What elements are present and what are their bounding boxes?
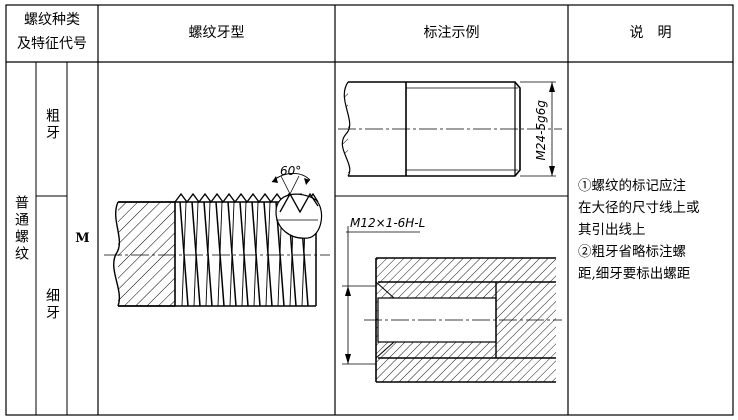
description-line: ①螺纹的标记应注: [578, 178, 686, 194]
coarse-thread-drawing: [338, 81, 562, 177]
thread-code: M: [75, 231, 90, 246]
angle-label: 60°: [280, 164, 302, 178]
header-profile: 螺纹牙型: [188, 25, 245, 41]
fine-thread-label: M12×1-6H-L: [350, 216, 426, 230]
coarse-label: 粗牙: [44, 108, 60, 142]
table-border: [5, 4, 734, 416]
description-line: 在大径的尺寸线上或: [578, 200, 700, 216]
thread-profile-drawing: [104, 173, 330, 307]
coarse-thread-label: M24-5g6g: [534, 100, 548, 161]
header-type-line2: 及特征代号: [17, 36, 87, 52]
header-description: 说 明: [629, 25, 672, 41]
header-example: 标注示例: [423, 25, 480, 41]
fine-label: 细牙: [44, 288, 60, 322]
thread-category: 普通螺纹: [13, 195, 29, 263]
description-line: 距,细牙要标出螺距: [578, 266, 691, 282]
description-block: ①螺纹的标记应注 在大径的尺寸线上或 其引出线上 ②粗牙省略标注螺 距,细牙要标…: [578, 175, 728, 285]
header-type-line1: 螺纹种类: [24, 12, 80, 28]
description-line: 其引出线上: [578, 222, 646, 238]
fine-thread-drawing: [342, 226, 562, 383]
description-line: ②粗牙省略标注螺: [578, 244, 686, 260]
